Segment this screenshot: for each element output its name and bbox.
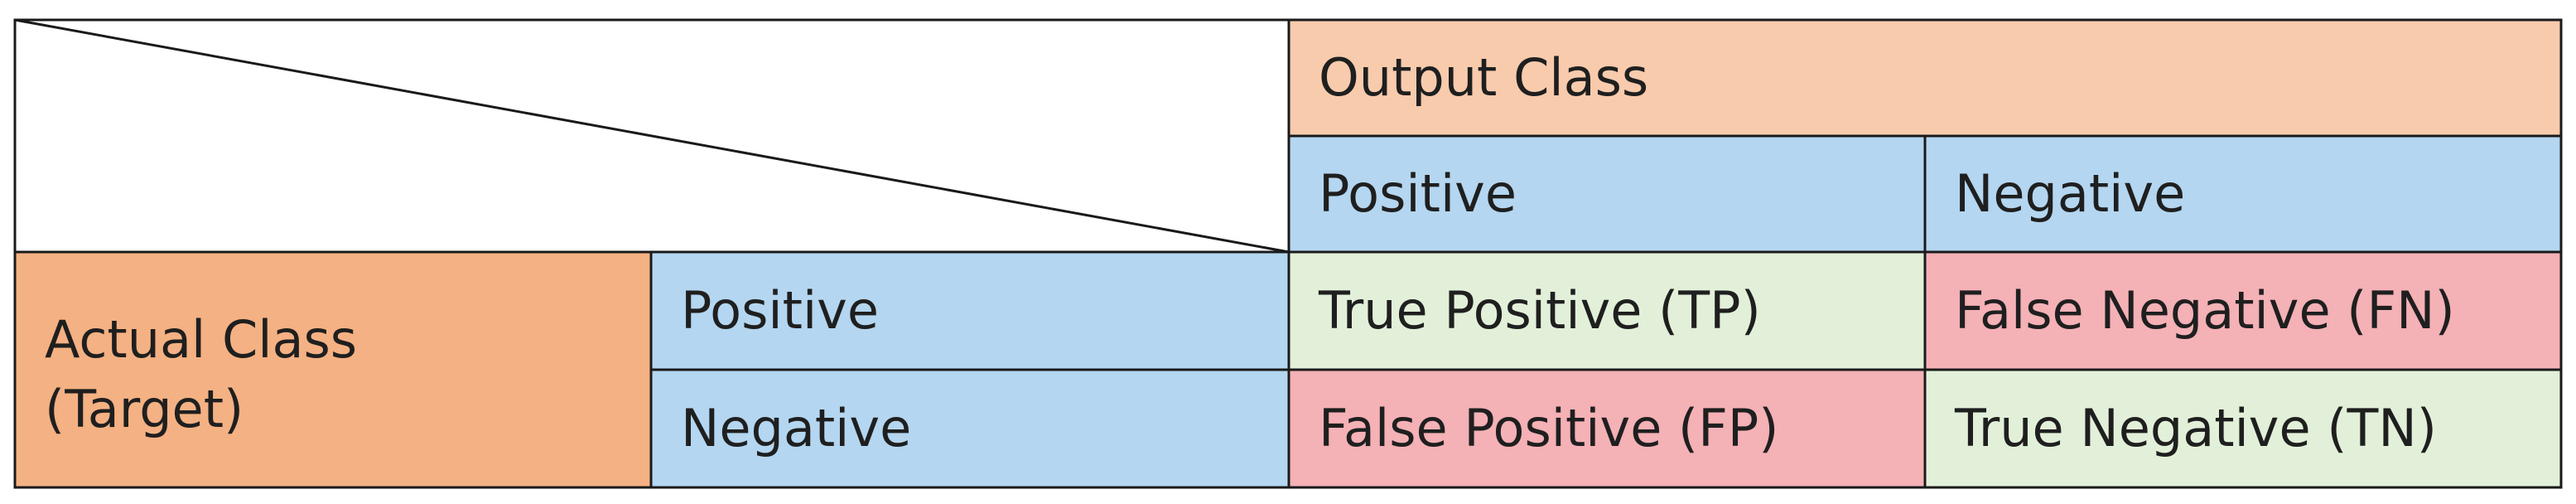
diagonal-line — [14, 18, 1290, 254]
true-negative-cell: True Negative (TN) — [1925, 370, 2561, 487]
actual-negative-label: Negative — [681, 398, 912, 459]
output-class-label: Output Class — [1319, 47, 1649, 109]
output-positive-header: Positive — [1289, 136, 1925, 252]
actual-class-text: Actual Class (Target) — [45, 305, 357, 443]
true-positive-cell: True Positive (TP) — [1289, 252, 1925, 370]
actual-class-header: Actual Class (Target) — [15, 252, 651, 487]
output-negative-label: Negative — [1955, 163, 2186, 225]
output-positive-label: Positive — [1319, 163, 1517, 225]
output-negative-header: Negative — [1925, 136, 2561, 252]
true-positive-label: True Positive (TP) — [1319, 280, 1761, 342]
false-negative-cell: False Negative (FN) — [1925, 252, 2561, 370]
actual-class-label: Actual Class — [45, 309, 358, 371]
false-positive-cell: False Positive (FP) — [1289, 370, 1925, 487]
actual-negative-header: Negative — [651, 370, 1289, 487]
output-class-header: Output Class — [1289, 20, 2561, 136]
actual-class-sublabel: (Target) — [45, 379, 244, 439]
false-positive-label: False Positive (FP) — [1319, 398, 1779, 459]
true-negative-label: True Negative (TN) — [1955, 398, 2437, 459]
actual-positive-label: Positive — [681, 280, 880, 342]
actual-positive-header: Positive — [651, 252, 1289, 370]
false-negative-label: False Negative (FN) — [1955, 280, 2455, 342]
